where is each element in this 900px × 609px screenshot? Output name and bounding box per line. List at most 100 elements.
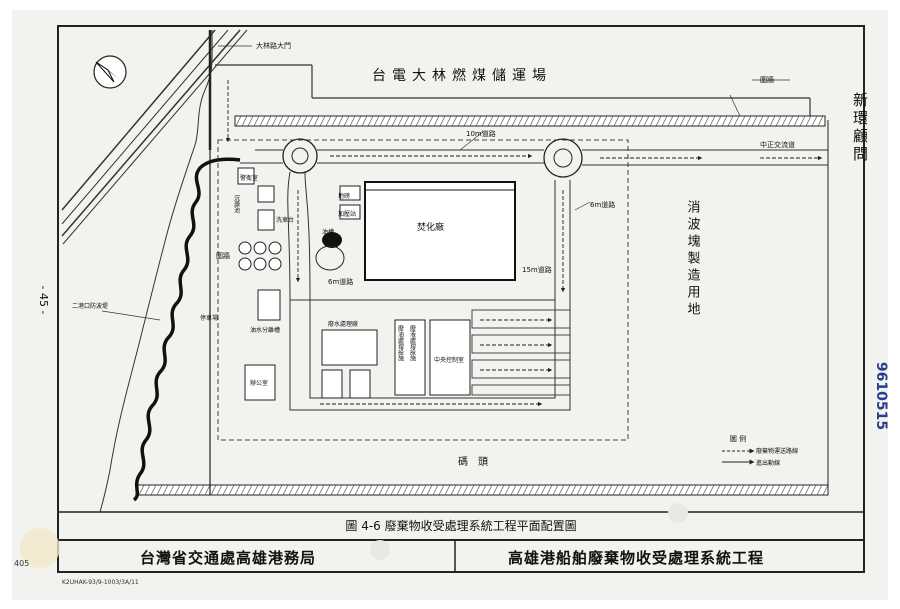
hatch-line	[247, 115, 254, 127]
side-code: 9610515	[873, 362, 889, 430]
hatch-line	[516, 484, 523, 496]
hatch-line	[727, 115, 734, 127]
legend-swatches	[722, 448, 755, 465]
hatch-line	[264, 484, 271, 496]
hatch-line	[709, 115, 716, 127]
hatch-line	[186, 484, 193, 496]
hatch-line	[582, 484, 589, 496]
hatch-line	[559, 115, 566, 127]
hatch-line	[168, 484, 175, 496]
label-oil-sep: 油水分離槽	[250, 326, 280, 334]
hatch-line	[750, 484, 757, 496]
hatch-line	[648, 484, 655, 496]
label-small-2: 加壓站	[338, 210, 356, 218]
hatch-line	[307, 115, 314, 127]
hatch-line	[763, 115, 770, 127]
hatch-line	[367, 115, 374, 127]
hatch-line	[444, 484, 451, 496]
hatch-line	[697, 115, 704, 127]
hatch-line	[253, 115, 260, 127]
hatch-line	[349, 115, 356, 127]
logo-watermark	[20, 528, 60, 568]
page-number: - 45 -	[37, 286, 50, 315]
hatch-line	[432, 484, 439, 496]
hatch-line	[769, 115, 776, 127]
hatch-line	[661, 115, 668, 127]
hatch-line	[162, 484, 169, 496]
hatch-line	[564, 484, 571, 496]
footer-code: K2UHAK-93/9-1003/3A/11	[62, 579, 139, 586]
hatch-line	[744, 484, 751, 496]
label-vert-3: 沉澱池	[233, 194, 240, 213]
hatch-line	[613, 115, 620, 127]
hatch-line	[150, 484, 157, 496]
hatch-line	[318, 484, 325, 496]
hatch-line	[607, 115, 614, 127]
hatch-line	[576, 484, 583, 496]
hatch-line	[691, 115, 698, 127]
hatch-line	[708, 484, 715, 496]
hatch-line	[798, 484, 805, 496]
hatch-line	[265, 115, 272, 127]
label-lab: 中央控制室	[434, 356, 464, 364]
hatch-line	[361, 115, 368, 127]
hatch-line	[756, 484, 763, 496]
hatch-line	[558, 484, 565, 496]
hatch-line	[342, 484, 349, 496]
hatch-line	[306, 484, 313, 496]
hatch-line	[552, 484, 559, 496]
label-right-road: 中正交流道	[760, 140, 795, 149]
hatch-line	[510, 484, 517, 496]
hatch-line	[403, 115, 410, 127]
label-right-fence: 圍牆	[760, 75, 774, 84]
paper-background	[12, 10, 888, 600]
roundabout-left	[282, 138, 318, 174]
hatch-line	[739, 115, 746, 127]
hatch-line	[679, 115, 686, 127]
hatch-line	[583, 115, 590, 127]
hatch-line	[390, 484, 397, 496]
hatch-line	[210, 484, 217, 496]
hatch-line	[180, 484, 187, 496]
top-fence-band	[234, 115, 826, 127]
hatch-line	[276, 484, 283, 496]
hatch-line	[402, 484, 409, 496]
hatch-line	[294, 484, 301, 496]
label-small-1: 地磅	[338, 192, 350, 200]
hatch-line	[751, 115, 758, 127]
hatch-line	[817, 115, 824, 127]
hatch-line	[319, 115, 326, 127]
hatch-line	[522, 484, 529, 496]
hatch-line	[241, 115, 248, 127]
hatch-line	[222, 484, 229, 496]
hatch-line	[288, 484, 295, 496]
label-ww-plant: 廢水處理廠	[328, 320, 358, 328]
hatch-line	[246, 484, 253, 496]
hatch-line	[240, 484, 247, 496]
breakwater-wavy-line	[132, 157, 241, 502]
hatch-line	[348, 484, 355, 496]
hatch-line	[235, 115, 242, 127]
label-office: 辦公室	[250, 379, 268, 387]
hatch-line	[277, 115, 284, 127]
hatch-line	[589, 115, 596, 127]
hatch-line	[720, 484, 727, 496]
hatch-line	[678, 484, 685, 496]
legend-title: 圖 例	[730, 434, 746, 443]
hatch-line	[565, 115, 572, 127]
side-stamp: 新環顧問	[851, 92, 869, 164]
hatch-line	[259, 115, 266, 127]
hatch-line	[438, 484, 445, 496]
label-road-6m-top: 6m道路	[590, 200, 615, 209]
label-right-area: 消波塊製造用地	[685, 200, 701, 319]
hatch-line	[643, 115, 650, 127]
hatch-line	[433, 115, 440, 127]
hatch-line	[282, 484, 289, 496]
hatch-line	[330, 484, 337, 496]
hatch-line	[594, 484, 601, 496]
hatch-line	[144, 484, 151, 496]
hatch-line	[234, 484, 241, 496]
hatch-line	[655, 115, 662, 127]
hatch-line	[216, 484, 223, 496]
